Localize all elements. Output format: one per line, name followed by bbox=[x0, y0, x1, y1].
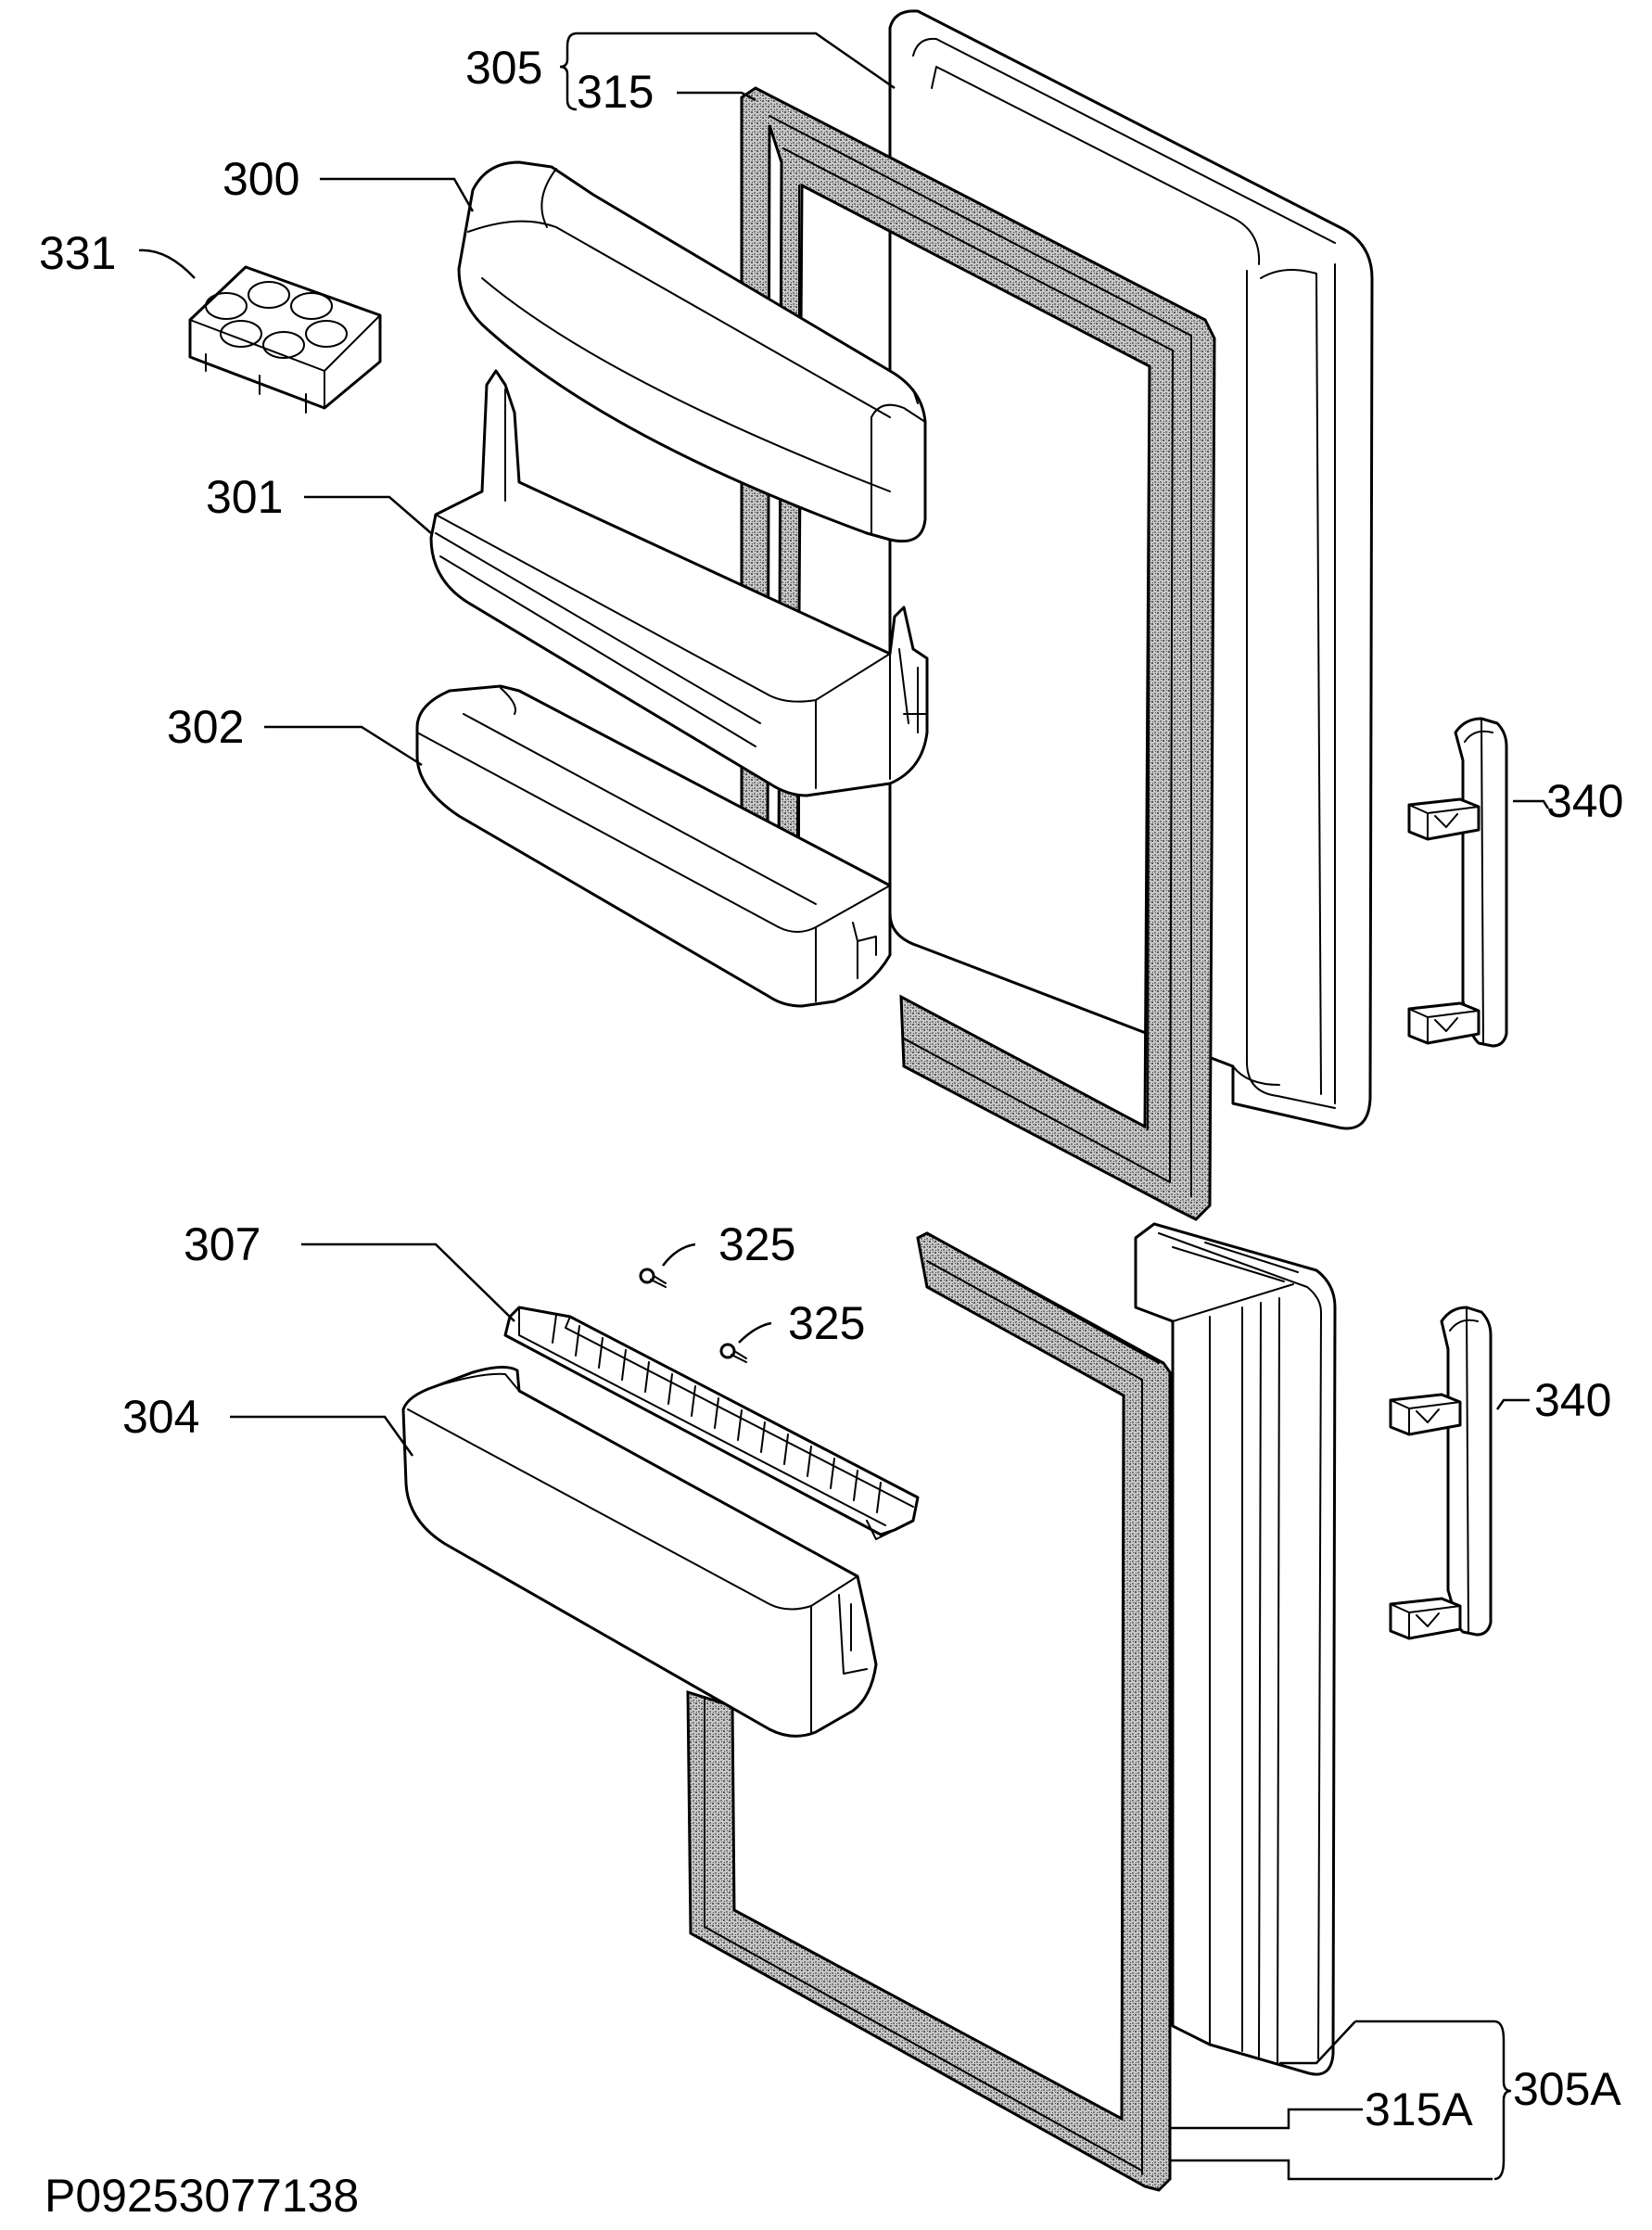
callout-307: 307 bbox=[184, 1218, 261, 1270]
part-302-balcony-shelf bbox=[415, 684, 892, 1008]
callout-305: 305 bbox=[465, 42, 542, 94]
callout-305a: 305A bbox=[1513, 2063, 1621, 2115]
part-304-bottom-balcony bbox=[401, 1366, 878, 1738]
part-325-screw-lower bbox=[719, 1343, 747, 1363]
upper-door-panel bbox=[888, 9, 1374, 1130]
lower-door-panel bbox=[1134, 1222, 1337, 2076]
lower-door-gasket bbox=[686, 1231, 1172, 2192]
part-340-upper-handle bbox=[1407, 717, 1508, 1048]
callout-331: 331 bbox=[39, 227, 116, 279]
part-307-bottle-rack bbox=[503, 1306, 920, 1540]
part-325-screw-upper bbox=[639, 1268, 667, 1288]
leader-lines bbox=[138, 32, 1550, 2181]
part-340-lower-handle bbox=[1389, 1306, 1493, 1640]
callout-300: 300 bbox=[222, 153, 299, 205]
callout-340-top: 340 bbox=[1546, 775, 1623, 827]
callout-301: 301 bbox=[206, 471, 283, 523]
part-300-dairy-cover bbox=[457, 160, 927, 543]
callout-315a: 315A bbox=[1365, 2083, 1473, 2135]
callout-325-upper: 325 bbox=[718, 1218, 795, 1270]
callout-315: 315 bbox=[577, 66, 654, 118]
callout-325-lower: 325 bbox=[788, 1297, 865, 1349]
part-301-upper-balcony bbox=[429, 369, 929, 797]
callout-340-bottom: 340 bbox=[1534, 1374, 1611, 1426]
callout-302: 302 bbox=[167, 701, 244, 753]
drawing-code: P09253077138 bbox=[44, 2170, 359, 2222]
part-331-egg-tray bbox=[188, 265, 382, 414]
callout-304: 304 bbox=[122, 1391, 199, 1443]
